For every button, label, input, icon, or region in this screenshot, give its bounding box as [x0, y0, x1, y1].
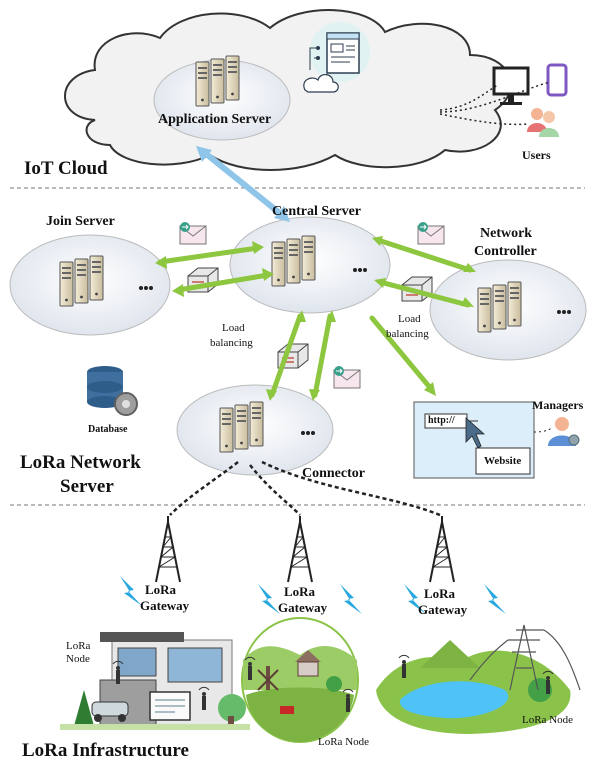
database-label: Database	[88, 424, 128, 435]
connector-tower-link-3	[261, 460, 441, 517]
connector-label: Connector	[302, 466, 365, 481]
database-icon	[87, 366, 138, 416]
join-server-label: Join Server	[46, 214, 115, 229]
network-controller-label-line2: Controller	[474, 244, 537, 259]
mail-icon-connector	[333, 365, 361, 389]
central-server-label: Central Server	[272, 204, 362, 219]
lora-node-left-label-line2: Node	[66, 653, 90, 665]
gateway-3-label-line1: LoRa	[424, 586, 456, 601]
connector-tower-link-2	[249, 464, 301, 516]
section-lora-network-server-line1: LoRa Network	[20, 452, 141, 473]
cloud-web-icon	[303, 22, 370, 93]
website-panel	[413, 401, 535, 479]
users-label: Users	[522, 148, 551, 162]
monitor-icon	[492, 66, 530, 105]
connector-tower-link-1	[169, 461, 239, 516]
central-server-rack-icon	[272, 236, 315, 286]
lora-node-left-label-line1: LoRa	[66, 640, 91, 652]
section-iot-cloud: IoT Cloud	[24, 158, 108, 179]
gateway-1-label-line2: Gateway	[140, 598, 190, 613]
load-balancing-left-line1: Load	[222, 322, 245, 334]
managers-label: Managers	[532, 398, 584, 412]
phone-icon	[546, 63, 568, 97]
lightning-icon-1	[120, 576, 142, 606]
connector-rack-icon	[220, 402, 263, 452]
ellipsis-dots	[139, 268, 571, 435]
mail-icon-controller	[417, 221, 445, 245]
blue-arrow	[202, 150, 285, 218]
network-controller-rack-icon	[478, 282, 521, 332]
section-lora-infrastructure: LoRa Infrastructure	[22, 740, 189, 761]
green-arrowheads	[155, 236, 476, 401]
users-icon	[527, 108, 559, 137]
tower-icon-2	[287, 515, 313, 583]
smart-home-scene	[60, 632, 250, 730]
gateway-2-label-line2: Gateway	[278, 600, 328, 615]
section-lora-network-server-line2: Server	[60, 476, 114, 497]
farm-scene	[241, 617, 359, 743]
green-arrows	[157, 237, 473, 398]
website-label: Website	[484, 455, 522, 467]
application-server-label: Application Server	[158, 112, 272, 127]
lora-node-right-label: LoRa Node	[522, 714, 574, 726]
app-server-rack-icon	[196, 56, 239, 106]
lightning-icon-3	[258, 584, 280, 614]
lightning-icon-4	[340, 584, 362, 614]
gateway-3-label-line2: Gateway	[418, 602, 468, 617]
tower-icon-3	[429, 515, 455, 583]
gateway-2-label-line1: LoRa	[284, 584, 316, 599]
network-controller-label-line1: Network	[480, 226, 533, 241]
load-balancing-left-line2: balancing	[210, 337, 253, 349]
website-url-label: http://	[428, 415, 455, 426]
users-dotted-link	[439, 81, 551, 126]
manager-icon	[548, 417, 580, 446]
load-balancing-right-line1: Load	[398, 313, 421, 325]
load-balancing-right-line2: balancing	[386, 328, 429, 340]
gateway-1-label-line1: LoRa	[145, 582, 177, 597]
manager-dotted-link	[533, 427, 553, 433]
mail-icon-join	[179, 221, 207, 245]
tower-icon-1	[155, 515, 181, 583]
join-server-rack-icon	[60, 256, 103, 306]
lora-node-middle-label: LoRa Node	[318, 736, 370, 748]
lightning-icon-6	[484, 584, 506, 614]
